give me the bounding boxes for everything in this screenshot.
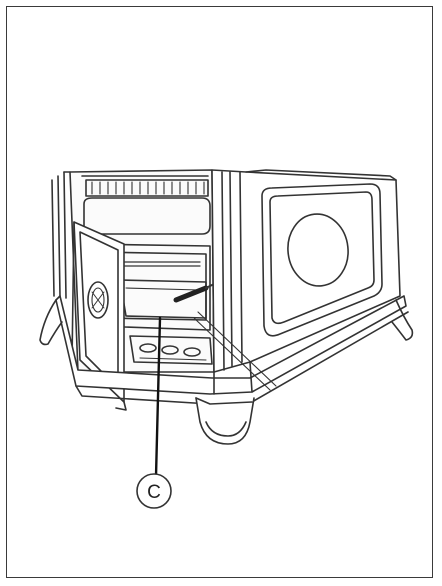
drawer-handle: [173, 285, 209, 303]
side-medallion: [287, 213, 349, 287]
door-vent: [87, 281, 109, 319]
foot-right: [391, 299, 414, 341]
callout-leader: [154, 316, 162, 478]
callout-circle: [136, 473, 172, 509]
side-panel: [261, 183, 383, 337]
foot-center: [195, 397, 255, 445]
foot-left: [39, 299, 63, 346]
stove-base: [55, 295, 407, 395]
callout-label: C: [147, 482, 161, 503]
